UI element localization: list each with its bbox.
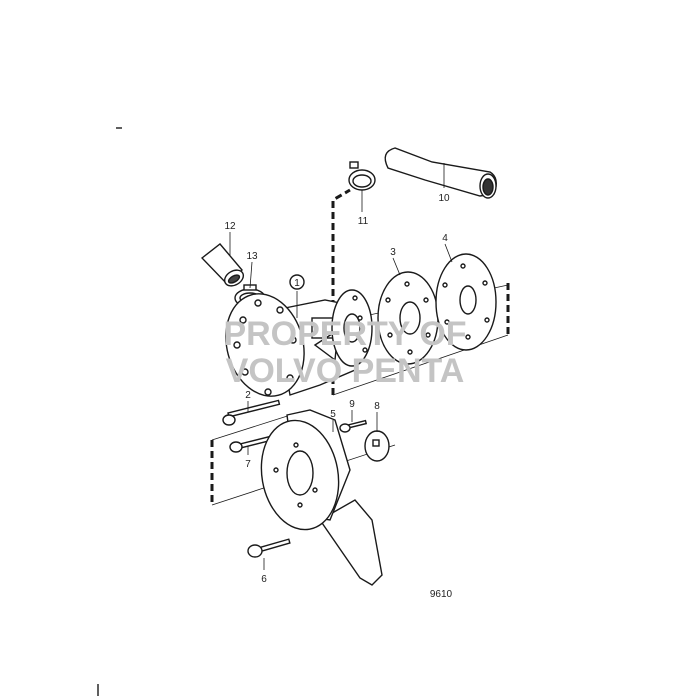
callout-2: 2: [245, 390, 251, 401]
sleeve-part-12: [200, 243, 245, 287]
svg-text:VOLVO PENTA: VOLVO PENTA: [226, 352, 465, 390]
callout-4: 4: [442, 233, 448, 244]
callout-10: 10: [438, 193, 450, 204]
callout-5: 5: [330, 409, 336, 420]
callout-circle: [289, 274, 305, 290]
callout-13: 13: [246, 251, 258, 262]
pump-part-1: [225, 289, 373, 397]
callout-8: 8: [374, 401, 380, 412]
callout-3: 3: [390, 247, 396, 258]
drawing-number: 9610: [430, 589, 453, 600]
svg-text:PROPERTY OF: PROPERTY OF: [223, 315, 466, 353]
screw-part-9: [339, 419, 368, 433]
bracket-part-5: [260, 409, 383, 586]
hose-clamp-part-11: [348, 161, 376, 191]
washer-plate-part-8: [364, 430, 390, 462]
watermark: PROPERTY OF VOLVO PENTA: [223, 315, 466, 390]
bolt-part-6: [247, 538, 291, 558]
callout-6: 6: [261, 574, 267, 585]
callout-9: 9: [349, 399, 355, 410]
plate-part-4: [435, 253, 497, 351]
callout-11: 11: [358, 216, 369, 227]
bolt-part-2: [222, 399, 281, 426]
gasket-part-3: [377, 271, 439, 365]
leader-lines: [229, 163, 453, 570]
callout-1: 1: [294, 278, 300, 289]
callout-7: 7: [245, 459, 251, 470]
hose-part-10: [384, 147, 497, 199]
callout-12: 12: [224, 221, 236, 232]
